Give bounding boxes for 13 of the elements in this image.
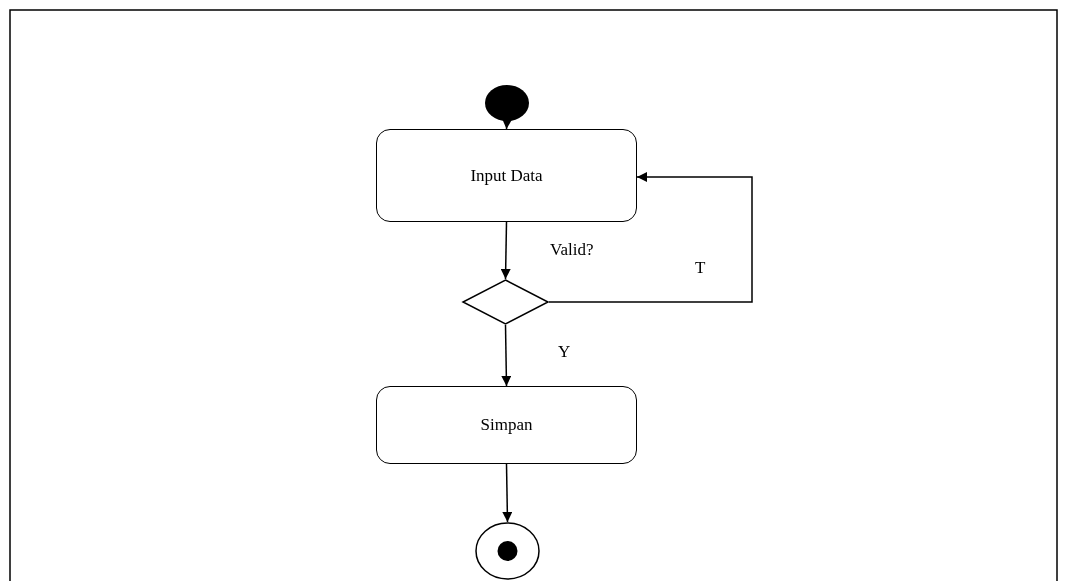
arrow	[502, 118, 513, 130]
arrow	[548, 172, 753, 303]
arrow	[500, 221, 511, 280]
arrow	[502, 463, 513, 523]
activity-label: Input Data	[470, 165, 543, 186]
activity-box	[376, 129, 637, 222]
arrow	[501, 324, 512, 387]
activity-label: Simpan	[480, 415, 533, 435]
activity-box	[376, 386, 637, 464]
end-node	[475, 522, 540, 580]
decision-diamond	[462, 279, 549, 325]
decision-label: Valid?	[550, 240, 594, 260]
start-node	[485, 85, 529, 121]
